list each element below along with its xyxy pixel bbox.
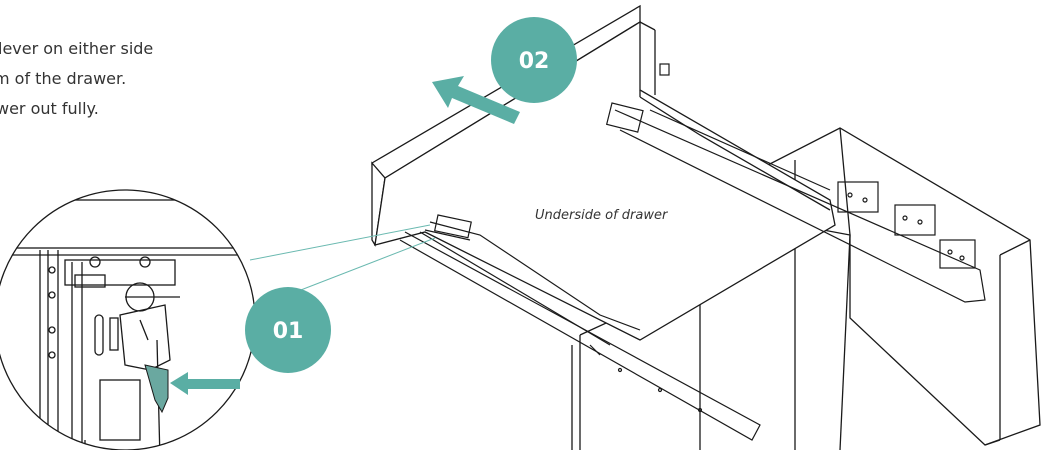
drawer-rail-left bbox=[399, 214, 761, 441]
instruction-line-1: lever on either side bbox=[0, 39, 154, 58]
step-badge-01: 01 bbox=[245, 287, 331, 373]
instruction-text: lever on either side m of the drawer. we… bbox=[0, 34, 240, 124]
drawer-rail-right bbox=[605, 102, 986, 303]
step-badge-02-label: 02 bbox=[519, 49, 550, 74]
instruction-line-3: wer out fully. bbox=[0, 99, 99, 118]
drawer-illustration bbox=[371, 4, 836, 341]
magnified-inset bbox=[0, 189, 256, 450]
step-badge-02: 02 bbox=[491, 17, 577, 103]
step-badge-01-label: 01 bbox=[273, 319, 304, 344]
underside-caption: Underside of drawer bbox=[535, 208, 669, 223]
release-lever-icon bbox=[144, 364, 169, 414]
pull-drawer-arrow-icon bbox=[432, 76, 520, 124]
instruction-line-2: m of the drawer. bbox=[0, 69, 127, 88]
push-lever-arrow-icon bbox=[170, 372, 240, 395]
